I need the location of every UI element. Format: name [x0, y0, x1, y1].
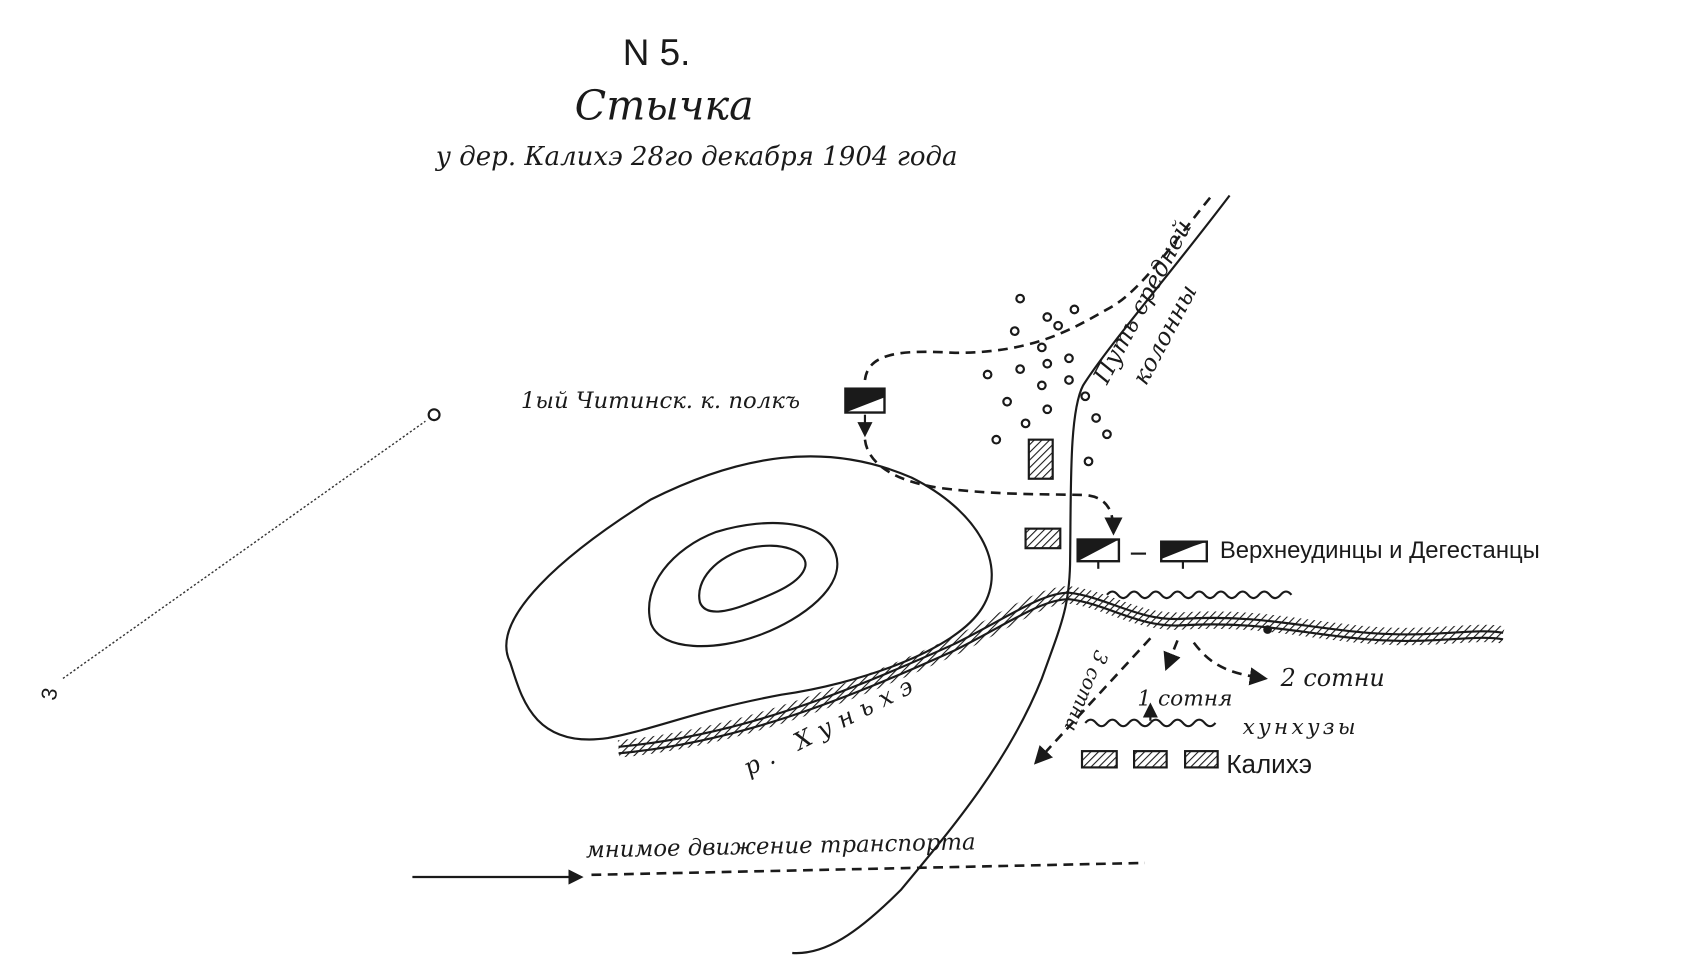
village-house — [1133, 750, 1168, 769]
regiment-label: 1ый Читинск. к. полкъ — [521, 388, 800, 414]
village-house — [1184, 750, 1219, 769]
map-title: Стычка — [575, 82, 754, 130]
hunhuzy-label: хунхузы — [1243, 715, 1359, 740]
svg-text:3: 3 — [36, 686, 63, 702]
three-sotni-label: 3 сотни — [1060, 647, 1113, 735]
cavalry-unit-icon — [1160, 540, 1208, 569]
forest-icon — [982, 293, 1112, 467]
middle-column-path — [863, 196, 1212, 381]
road — [792, 194, 1231, 955]
map-subtitle: у дер. Калихэ 28го декабря 1904 года — [435, 142, 958, 172]
river-khunkhe — [617, 586, 1505, 758]
two-sotni-label: 2 сотни — [1280, 664, 1385, 692]
transport-route — [591, 861, 1145, 877]
units-right-label: Верхнеудинцы и Дегестанцы — [1220, 537, 1540, 564]
two-sotni-arrow — [1192, 641, 1268, 686]
three-sotni-arrow — [1033, 637, 1152, 765]
house-hatched — [1024, 527, 1062, 550]
village-label: Калихэ — [1226, 749, 1312, 779]
transport-label: мнимое движение транспорта — [586, 829, 976, 863]
map-number: N 5. — [623, 32, 691, 73]
cavalry-unit-icon — [1076, 538, 1147, 569]
hunhuz-line — [1084, 718, 1217, 728]
regiment-unit-icon — [844, 387, 886, 414]
village-house — [1080, 750, 1118, 769]
direction-line: 3 — [36, 408, 441, 702]
house-hatched — [1027, 438, 1054, 480]
regiment-route — [863, 439, 1123, 536]
one-sotnya-label: 1 сотня — [1137, 687, 1232, 712]
one-sotnya-arrow — [1163, 639, 1181, 671]
hill-contours — [505, 455, 993, 741]
trench-line — [1106, 590, 1293, 600]
